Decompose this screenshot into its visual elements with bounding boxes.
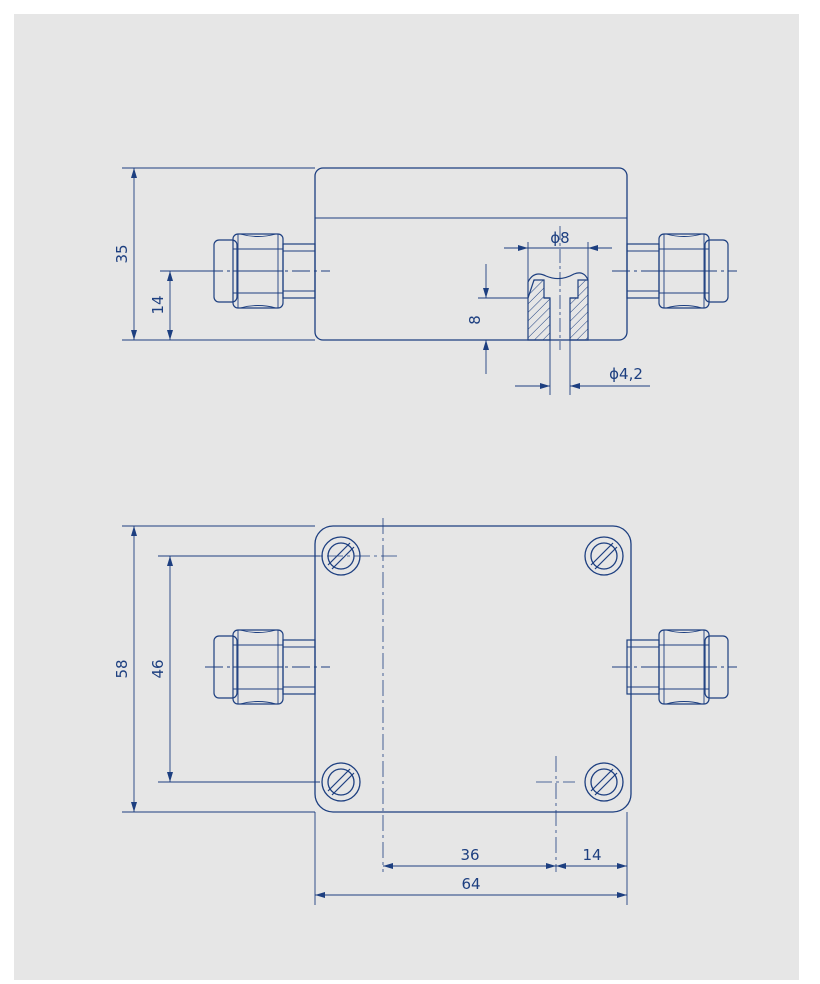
bottom-left-screw — [321, 762, 361, 802]
hole-spacing-x-label: 36 — [460, 846, 479, 864]
width-dim-label: 58 — [113, 659, 131, 678]
technical-drawing: 35 14 8 ϕ8 ϕ4,2 58 46 36 — [113, 167, 737, 905]
hole-diameter-dim-label: ϕ4,2 — [609, 365, 643, 383]
length-dim-label: 64 — [461, 875, 480, 893]
mounting-hole-section — [527, 226, 589, 350]
edge-offset-label: 14 — [582, 846, 601, 864]
top-right-screw — [584, 536, 624, 576]
gland-axis-dim-label: 14 — [149, 295, 167, 314]
hole-depth-dim-label: 8 — [466, 315, 484, 325]
drawing-sheet: 35 14 8 ϕ8 ϕ4,2 58 46 36 — [14, 14, 799, 980]
housing-top-outline — [314, 525, 632, 813]
bottom-right-screw — [584, 762, 624, 802]
height-dim-label: 35 — [113, 244, 131, 263]
hole-spacing-y-label: 46 — [149, 659, 167, 678]
side-view — [122, 167, 737, 395]
top-view — [122, 518, 737, 905]
counterbore-dim-label: ϕ8 — [550, 229, 569, 247]
